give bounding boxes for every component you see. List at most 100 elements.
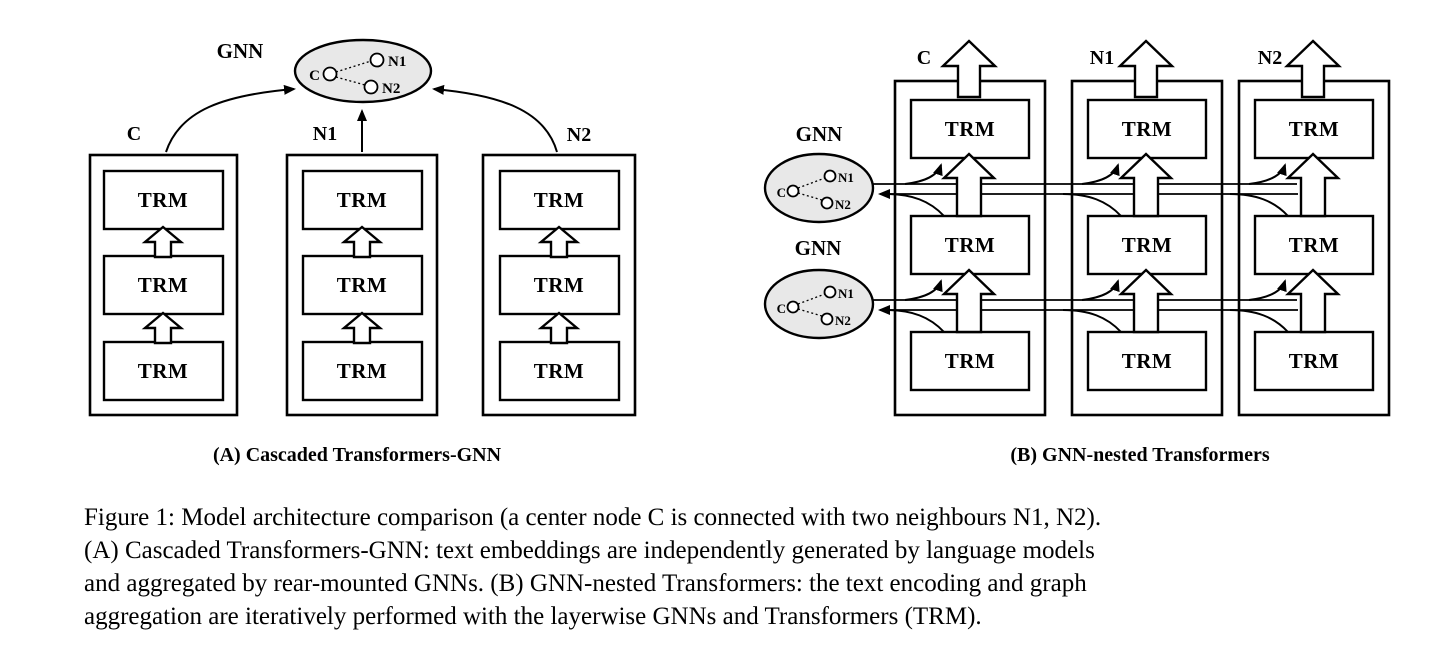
panel-a-caption: (A) Cascaded Transformers-GNN [213,444,502,466]
figure-caption-line: aggregation are iteratively performed wi… [84,603,982,630]
trm-output-branch [1229,309,1289,333]
trm-label: TRM [337,359,388,383]
panel-b-caption: (B) GNN-nested Transformers [1010,444,1269,466]
tower-c [88,153,239,417]
trm-box [102,169,225,231]
graph-node-c-label: C [777,301,786,316]
trm-box [1086,330,1208,392]
block-arrow-up-icon [537,225,581,259]
graph-node-n1-circle [823,285,837,299]
trm-output-branch [1062,309,1122,333]
trm-input-branch [904,279,943,301]
block-arrow-up-icon [1118,268,1174,334]
column-n1-label: N1 [1090,47,1114,69]
graph-edge-c-n2 [335,76,366,86]
trm-box [1086,214,1208,276]
trm-label: TRM [337,188,388,212]
trm-box [498,254,621,316]
trm-label: TRM [1122,349,1173,373]
graph-node-n2-label: N2 [382,81,400,97]
graph-node-n2-circle [820,196,834,210]
trm-label: TRM [337,273,388,297]
trm-box [498,169,621,231]
graph-node-n1-circle [369,52,385,68]
trm-input-branch [904,163,943,185]
trm-input-branch [1248,279,1287,301]
architecture-figure: C N1 N2 GNN C N1 N2 TRM TRM TRM TRM TRM … [88,38,1391,466]
output-arrow-icon [1117,39,1175,99]
graph-node-c-circle [786,300,800,314]
panel-b-gnn-ellipse-1 [763,152,875,224]
graph-node-c-circle [786,184,800,198]
trm-input-branch [1081,163,1120,185]
tower-n1-label: N1 [313,123,337,145]
block-arrow-up-icon [340,311,384,345]
graph-node-n2-circle [820,312,834,326]
graph-node-n1-label: N1 [838,170,854,185]
figure-caption-line: Figure 1: Model architecture comparison … [84,504,1102,531]
trm-label: TRM [1289,349,1340,373]
graph-node-n2-label: N2 [835,197,851,212]
trm-box [301,254,424,316]
panel-b-gnn-label-2: GNN [795,236,842,260]
graph-edge-c-n1 [335,60,372,73]
block-arrow-up-icon [340,225,384,259]
trm-output-branch [1229,193,1289,217]
trm-output-branch [885,309,945,333]
output-arrow-icon [940,39,998,99]
block-arrow-up-icon [141,311,185,345]
trm-label: TRM [945,349,996,373]
trm-label: TRM [1289,233,1340,257]
trm-label: TRM [1122,117,1173,141]
column-n2-label: N2 [1258,47,1282,69]
figure-caption-line: (A) Cascaded Transformers-GNN: text embe… [84,537,1095,564]
trm-input-branch [1248,163,1287,185]
graph-node-n2-label: N2 [835,313,851,328]
panel-a-gnn-label: GNN [217,39,264,63]
tower-n1 [285,153,439,417]
trm-label: TRM [534,273,585,297]
trm-label: TRM [534,359,585,383]
trm-box [1086,98,1208,160]
panel-b-gnn-ellipse-2 [763,268,875,340]
trm-input-branch [1081,279,1120,301]
trm-output-branch [885,193,945,217]
trm-label: TRM [1122,233,1173,257]
graph-edge-c-n1 [797,293,826,305]
tower-n2 [481,153,637,417]
block-arrow-up-icon [1285,152,1341,218]
tower-n2-label: N2 [567,124,591,146]
trm-output-branch [1062,193,1122,217]
graph-node-c-label: C [777,185,786,200]
panel-a-gnn-ellipse [293,38,433,104]
panel-a: C N1 N2 GNN C N1 N2 TRM TRM TRM TRM TRM … [88,38,637,466]
block-arrow-up-icon [941,152,997,218]
column-c-label: C [917,47,931,69]
block-arrow-up-icon [141,225,185,259]
figure-caption: Figure 1: Model architecture comparison … [84,501,1101,633]
trm-box [498,340,621,402]
panel-b: C N1 N2 C N1 N2 GNN GNN C N1 N2 TRM TRM … [763,39,1391,466]
graph-node-n1-label: N1 [388,54,406,70]
trm-label: TRM [138,359,189,383]
trm-label: TRM [1289,117,1340,141]
output-arrow-icon [1284,39,1342,99]
arrow-n2-to-gnn [432,84,558,153]
trm-box [909,330,1031,392]
trm-label: TRM [945,117,996,141]
graph-node-n1-label: N1 [838,286,854,301]
block-arrow-up-icon [941,268,997,334]
trm-box [1253,214,1375,276]
graph-node-n1-circle [823,169,837,183]
graph-edge-c-n1 [797,177,826,189]
block-arrow-up-icon [1285,268,1341,334]
trm-label: TRM [945,233,996,257]
block-arrow-up-icon [537,311,581,345]
block-arrow-up-icon [1118,152,1174,218]
graph-node-n2-circle [363,79,379,95]
trm-box [1253,98,1375,160]
graph-node-c-circle [322,66,338,82]
figure-caption-line: and aggregated by rear-mounted GNNs. (B)… [84,570,1087,597]
tower-c-label: C [127,123,141,145]
